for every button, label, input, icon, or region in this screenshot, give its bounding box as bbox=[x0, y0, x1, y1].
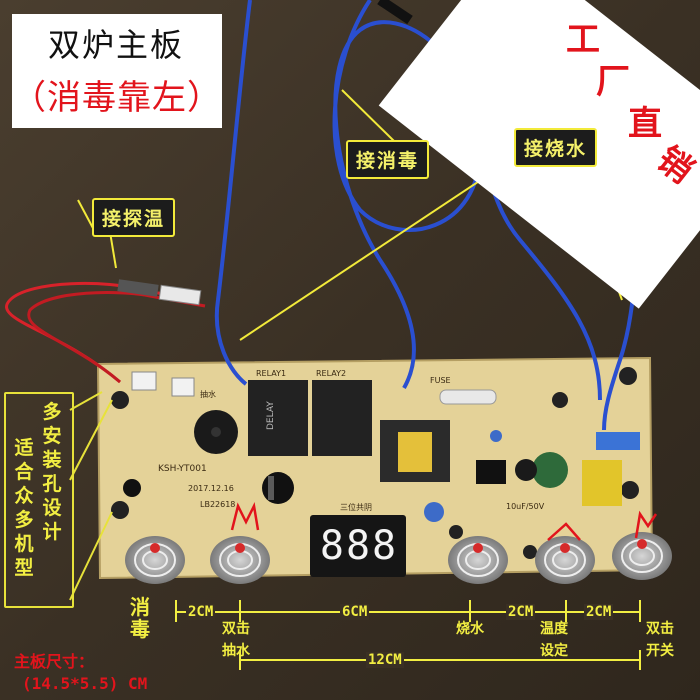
mount-hole bbox=[111, 391, 129, 409]
leader-line bbox=[77, 199, 95, 231]
dimension-lines bbox=[175, 600, 641, 670]
blue-wire-left bbox=[214, 0, 252, 386]
leader-line bbox=[239, 157, 515, 341]
capacitor bbox=[532, 452, 568, 488]
red-arrow bbox=[634, 510, 658, 539]
capacitor-blue bbox=[490, 430, 502, 442]
banner-char: 厂 bbox=[596, 62, 630, 102]
pcb-label-pump: 抽水 bbox=[200, 390, 216, 399]
dim-label-double-switch-1: 双击 bbox=[646, 621, 674, 637]
leader-line bbox=[341, 89, 396, 143]
banner-char: 工 bbox=[566, 20, 600, 60]
red-arrow bbox=[547, 522, 581, 541]
callout-disinfect: 接消毒 bbox=[346, 140, 430, 179]
pcb-label-relay1: RELAY1 bbox=[256, 369, 287, 378]
relay-1 bbox=[248, 380, 308, 456]
capacitor bbox=[515, 459, 537, 481]
pcb-label-cap: 10uF/50V bbox=[506, 502, 545, 511]
dim-label-temp-1: 温度 bbox=[540, 621, 568, 637]
leader-line bbox=[69, 391, 103, 411]
leader-line bbox=[69, 511, 113, 601]
pcb-label-fuse: FUSE bbox=[430, 376, 451, 385]
mount-hole bbox=[552, 392, 568, 408]
x-capacitor bbox=[596, 432, 640, 450]
pcb-label-date: 2017.12.16 bbox=[188, 484, 234, 493]
svg-text:DELAY: DELAY bbox=[266, 401, 276, 430]
seven-segment-display bbox=[310, 515, 406, 577]
pcb-label-display-caption: 三位共阴 bbox=[340, 503, 372, 512]
pcb-label-model: KSH-YT001 bbox=[158, 464, 207, 474]
side-note-box: 适合众多机型 多安装孔设计 bbox=[4, 392, 74, 608]
dim-label-disinfect: 消 毒 bbox=[130, 595, 150, 641]
title-card: 双炉主板 （消毒靠左） bbox=[12, 14, 222, 128]
title-line-2: （消毒靠左） bbox=[12, 78, 222, 118]
seven-segment-digits: 888 bbox=[319, 523, 399, 569]
capacitor bbox=[262, 472, 294, 504]
relay-2 bbox=[312, 380, 372, 456]
board-size-label: 主板尺寸： bbox=[14, 652, 95, 671]
banner-char: 直 bbox=[628, 104, 662, 144]
dim-2cm-b: 2CM bbox=[506, 604, 536, 620]
red-arrow bbox=[230, 502, 260, 531]
leader-line bbox=[109, 231, 117, 269]
dim-label-temp-2: 设定 bbox=[540, 643, 568, 659]
dim-6cm: 6CM bbox=[340, 604, 370, 620]
capacitor-blue bbox=[424, 502, 444, 522]
yellow-relay bbox=[582, 460, 622, 506]
title-line-1: 双炉主板 bbox=[47, 26, 184, 64]
board-size-value: (14.5*5.5) CM bbox=[22, 674, 148, 693]
dim-label-double-switch-2: 开关 bbox=[646, 643, 674, 659]
pcb-label-inductor: LB22618 bbox=[200, 500, 236, 509]
dim-12cm: 12CM bbox=[366, 652, 404, 668]
touch-spring bbox=[125, 536, 185, 584]
mount-hole bbox=[449, 525, 463, 539]
dim-label-double-pump-2: 抽水 bbox=[222, 643, 250, 659]
dim-2cm-a: 2CM bbox=[186, 604, 216, 620]
touch-spring bbox=[448, 536, 508, 584]
fuse bbox=[439, 389, 497, 405]
side-note-col-1: 适合众多机型 bbox=[14, 437, 34, 579]
ic-chip bbox=[476, 460, 506, 484]
mount-hole bbox=[111, 501, 129, 519]
dim-label-double-pump-1: 双击 bbox=[222, 621, 250, 637]
capacitor bbox=[123, 479, 141, 497]
dim-2cm-c: 2CM bbox=[584, 604, 614, 620]
touch-spring bbox=[612, 532, 672, 580]
leader-line bbox=[69, 399, 113, 481]
connector-white bbox=[171, 377, 195, 397]
touch-spring bbox=[210, 536, 270, 584]
connector-temp bbox=[131, 371, 157, 391]
side-note-col-2: 多安装孔设计 bbox=[42, 401, 62, 543]
mount-hole bbox=[621, 481, 639, 499]
dim-label-boil: 烧水 bbox=[456, 621, 484, 637]
touch-spring bbox=[535, 536, 595, 584]
mount-hole bbox=[523, 545, 537, 559]
callout-probe: 接探温 bbox=[92, 198, 176, 237]
mount-hole bbox=[619, 367, 637, 385]
pcb-label-relay2: RELAY2 bbox=[316, 369, 347, 378]
callout-boil: 接烧水 bbox=[514, 128, 598, 167]
